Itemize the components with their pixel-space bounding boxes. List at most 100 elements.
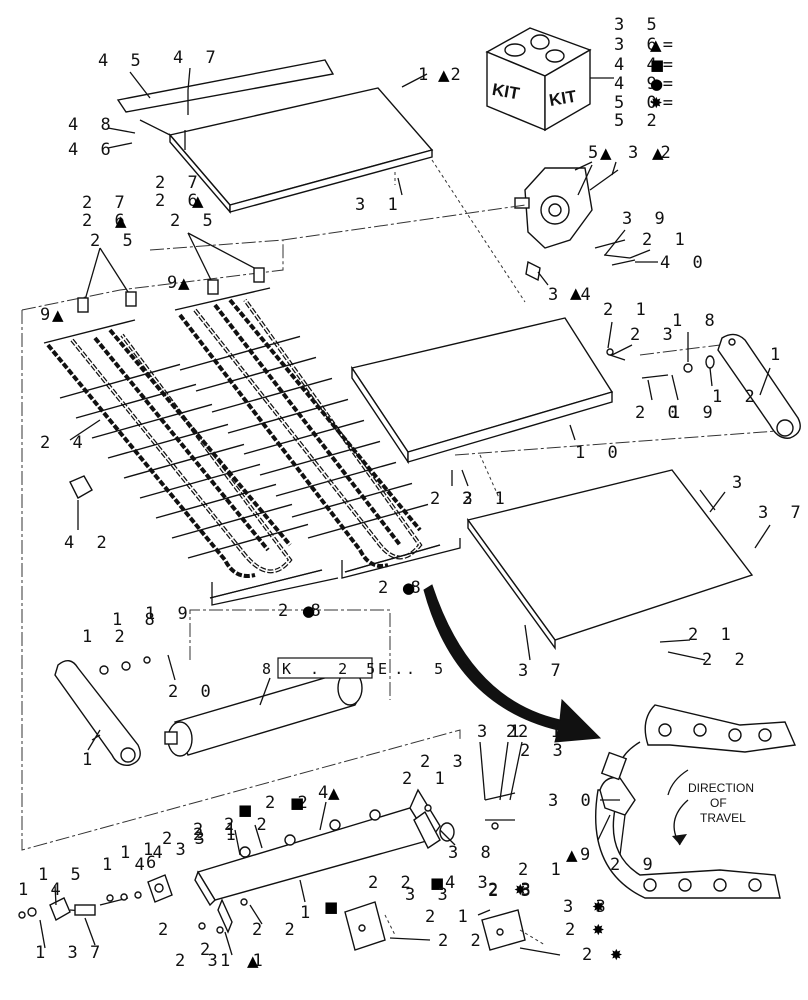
callout-15: 1 5: [38, 865, 87, 885]
callout-23-h: 2 3: [175, 951, 224, 971]
callout-23-f: 2 3: [162, 829, 211, 849]
callout-21-e: 2 1: [518, 722, 567, 742]
callout-47: 4 7: [173, 48, 222, 68]
kit-legend-49: 4 9=: [614, 74, 679, 94]
callout-21-i: 2 1: [193, 825, 242, 845]
square-icon: ■: [290, 794, 304, 812]
callout-45: 4 5: [98, 51, 147, 71]
callout-21-a: 2 1: [642, 230, 691, 250]
callout-2-d: 2: [565, 920, 581, 940]
conveyor-slat: [227, 398, 349, 434]
idler-arm-right: [717, 333, 801, 439]
callout-23-e: 2 3: [488, 880, 537, 900]
square-icon: ■: [650, 56, 664, 74]
kit-legend-44: 4 4=: [614, 55, 679, 75]
reference-box-suffix: E . 5 7: [378, 660, 476, 678]
square-icon: ■: [324, 898, 338, 916]
callout-40: 4 0: [660, 253, 709, 273]
conveyor-slat: [243, 419, 365, 455]
triangle-icon: ▲: [650, 36, 662, 54]
gearbox: [514, 161, 636, 282]
callout-29: 2 9: [610, 855, 659, 875]
callout-10: 1 0: [575, 443, 624, 463]
triangle-icon: ▲: [328, 784, 340, 802]
top-shield: [116, 59, 526, 303]
conveyor-slat: [139, 463, 261, 499]
conveyor-slat: [155, 483, 277, 519]
callout-37-b: 3 7: [518, 661, 567, 681]
kit-text-left: KIT: [491, 80, 522, 104]
kit-legend-36: 3 6=: [614, 35, 679, 55]
callout-4: 4: [318, 783, 334, 803]
kit-legend-35: 3 5: [614, 15, 663, 35]
callout-13-a: 1 3: [143, 840, 192, 860]
chain-conveyor-middle: [174, 287, 441, 573]
callout-2-c: 2: [200, 940, 216, 960]
callout-26-left: 2 6: [82, 211, 131, 231]
chain-conveyor-left: [43, 319, 323, 599]
circle-icon: ●: [650, 75, 663, 93]
callout-48: 4 8: [68, 115, 117, 135]
callout-37-a: 3 7: [758, 503, 807, 523]
callout-9-detail: 9: [580, 845, 596, 865]
callout-12-a: 1 2: [712, 387, 761, 407]
direction-label-line2: OF: [710, 796, 727, 810]
triangle-icon: ▲: [52, 306, 64, 324]
callout-23-d: 2 3: [520, 741, 569, 761]
star-icon: ✸: [514, 881, 527, 899]
callout-20-b: 2 0: [168, 682, 217, 702]
callout-1-left: 1: [82, 750, 98, 770]
callout-23-g: 2 3: [488, 881, 537, 901]
callout-22-c: 2 2: [224, 815, 273, 835]
kit-text-right: KIT: [548, 87, 579, 111]
triangle-icon: ▲: [247, 952, 259, 970]
direction-label-line1: DIRECTION: [688, 781, 754, 795]
callout-26-top: 2 6: [155, 191, 204, 211]
conveyor-slat: [275, 461, 397, 497]
conveyor-slat: [195, 356, 317, 392]
callout-21-g: 2 1: [193, 820, 242, 840]
hardware-right-19-12: [606, 348, 715, 379]
reference-box-prefix: 8: [262, 660, 276, 678]
callout-22-d: 2 2: [368, 873, 417, 893]
circle-icon: ●: [302, 602, 315, 620]
callout-22-a: 2 2: [702, 650, 751, 670]
callout-9-mid: 9: [167, 273, 183, 293]
conveyor-slat: [211, 377, 333, 413]
callout-42: 4 2: [64, 533, 113, 553]
callout-2-b: 2: [158, 920, 174, 940]
callout-30: 3 0: [548, 791, 597, 811]
callout-33-b: 3 3: [563, 897, 612, 917]
callout-2-a: 2: [506, 722, 522, 742]
part-42-bracket: [69, 475, 93, 499]
callout-23-c: 2 3: [420, 752, 469, 772]
star-icon: ✸: [592, 898, 605, 916]
callout-25-left: 2 5: [90, 231, 139, 251]
square-icon: ■: [238, 801, 252, 819]
callout-33-a: 3 3: [405, 885, 454, 905]
callout-22-b: 2 2: [265, 793, 314, 813]
triangle-icon: ▲: [178, 274, 190, 292]
callout-43: 4 3: [445, 873, 494, 893]
callout-14-b: 1 4: [120, 843, 169, 863]
callout-21-h: 2 1: [518, 860, 567, 880]
conveyor-slat: [187, 523, 309, 559]
kit-legend-50: 5 0=: [614, 93, 679, 113]
kit-legend-52: 5 2: [614, 111, 663, 131]
callout-31: 3 1: [355, 195, 404, 215]
callout-21-f: 2 1: [402, 769, 451, 789]
hardware-21-23-right: [424, 792, 516, 830]
callout-21-d: 2 1: [688, 625, 737, 645]
direction-arrow: [423, 584, 602, 743]
conveyor-slat: [171, 503, 293, 539]
callout-1-bottom: 1: [300, 903, 316, 923]
triangle-icon: ▲: [438, 66, 450, 84]
conveyor-slat: [291, 482, 413, 518]
conveyor-slat: [307, 503, 429, 539]
callout-25-top: 2 5: [170, 211, 219, 231]
callout-1-right: 1: [770, 345, 786, 365]
callout-32: 3 2: [628, 143, 677, 163]
star-icon: ✸: [610, 946, 623, 964]
conveyor-slat: [123, 443, 245, 479]
callout-23-b: 2 3: [430, 489, 479, 509]
